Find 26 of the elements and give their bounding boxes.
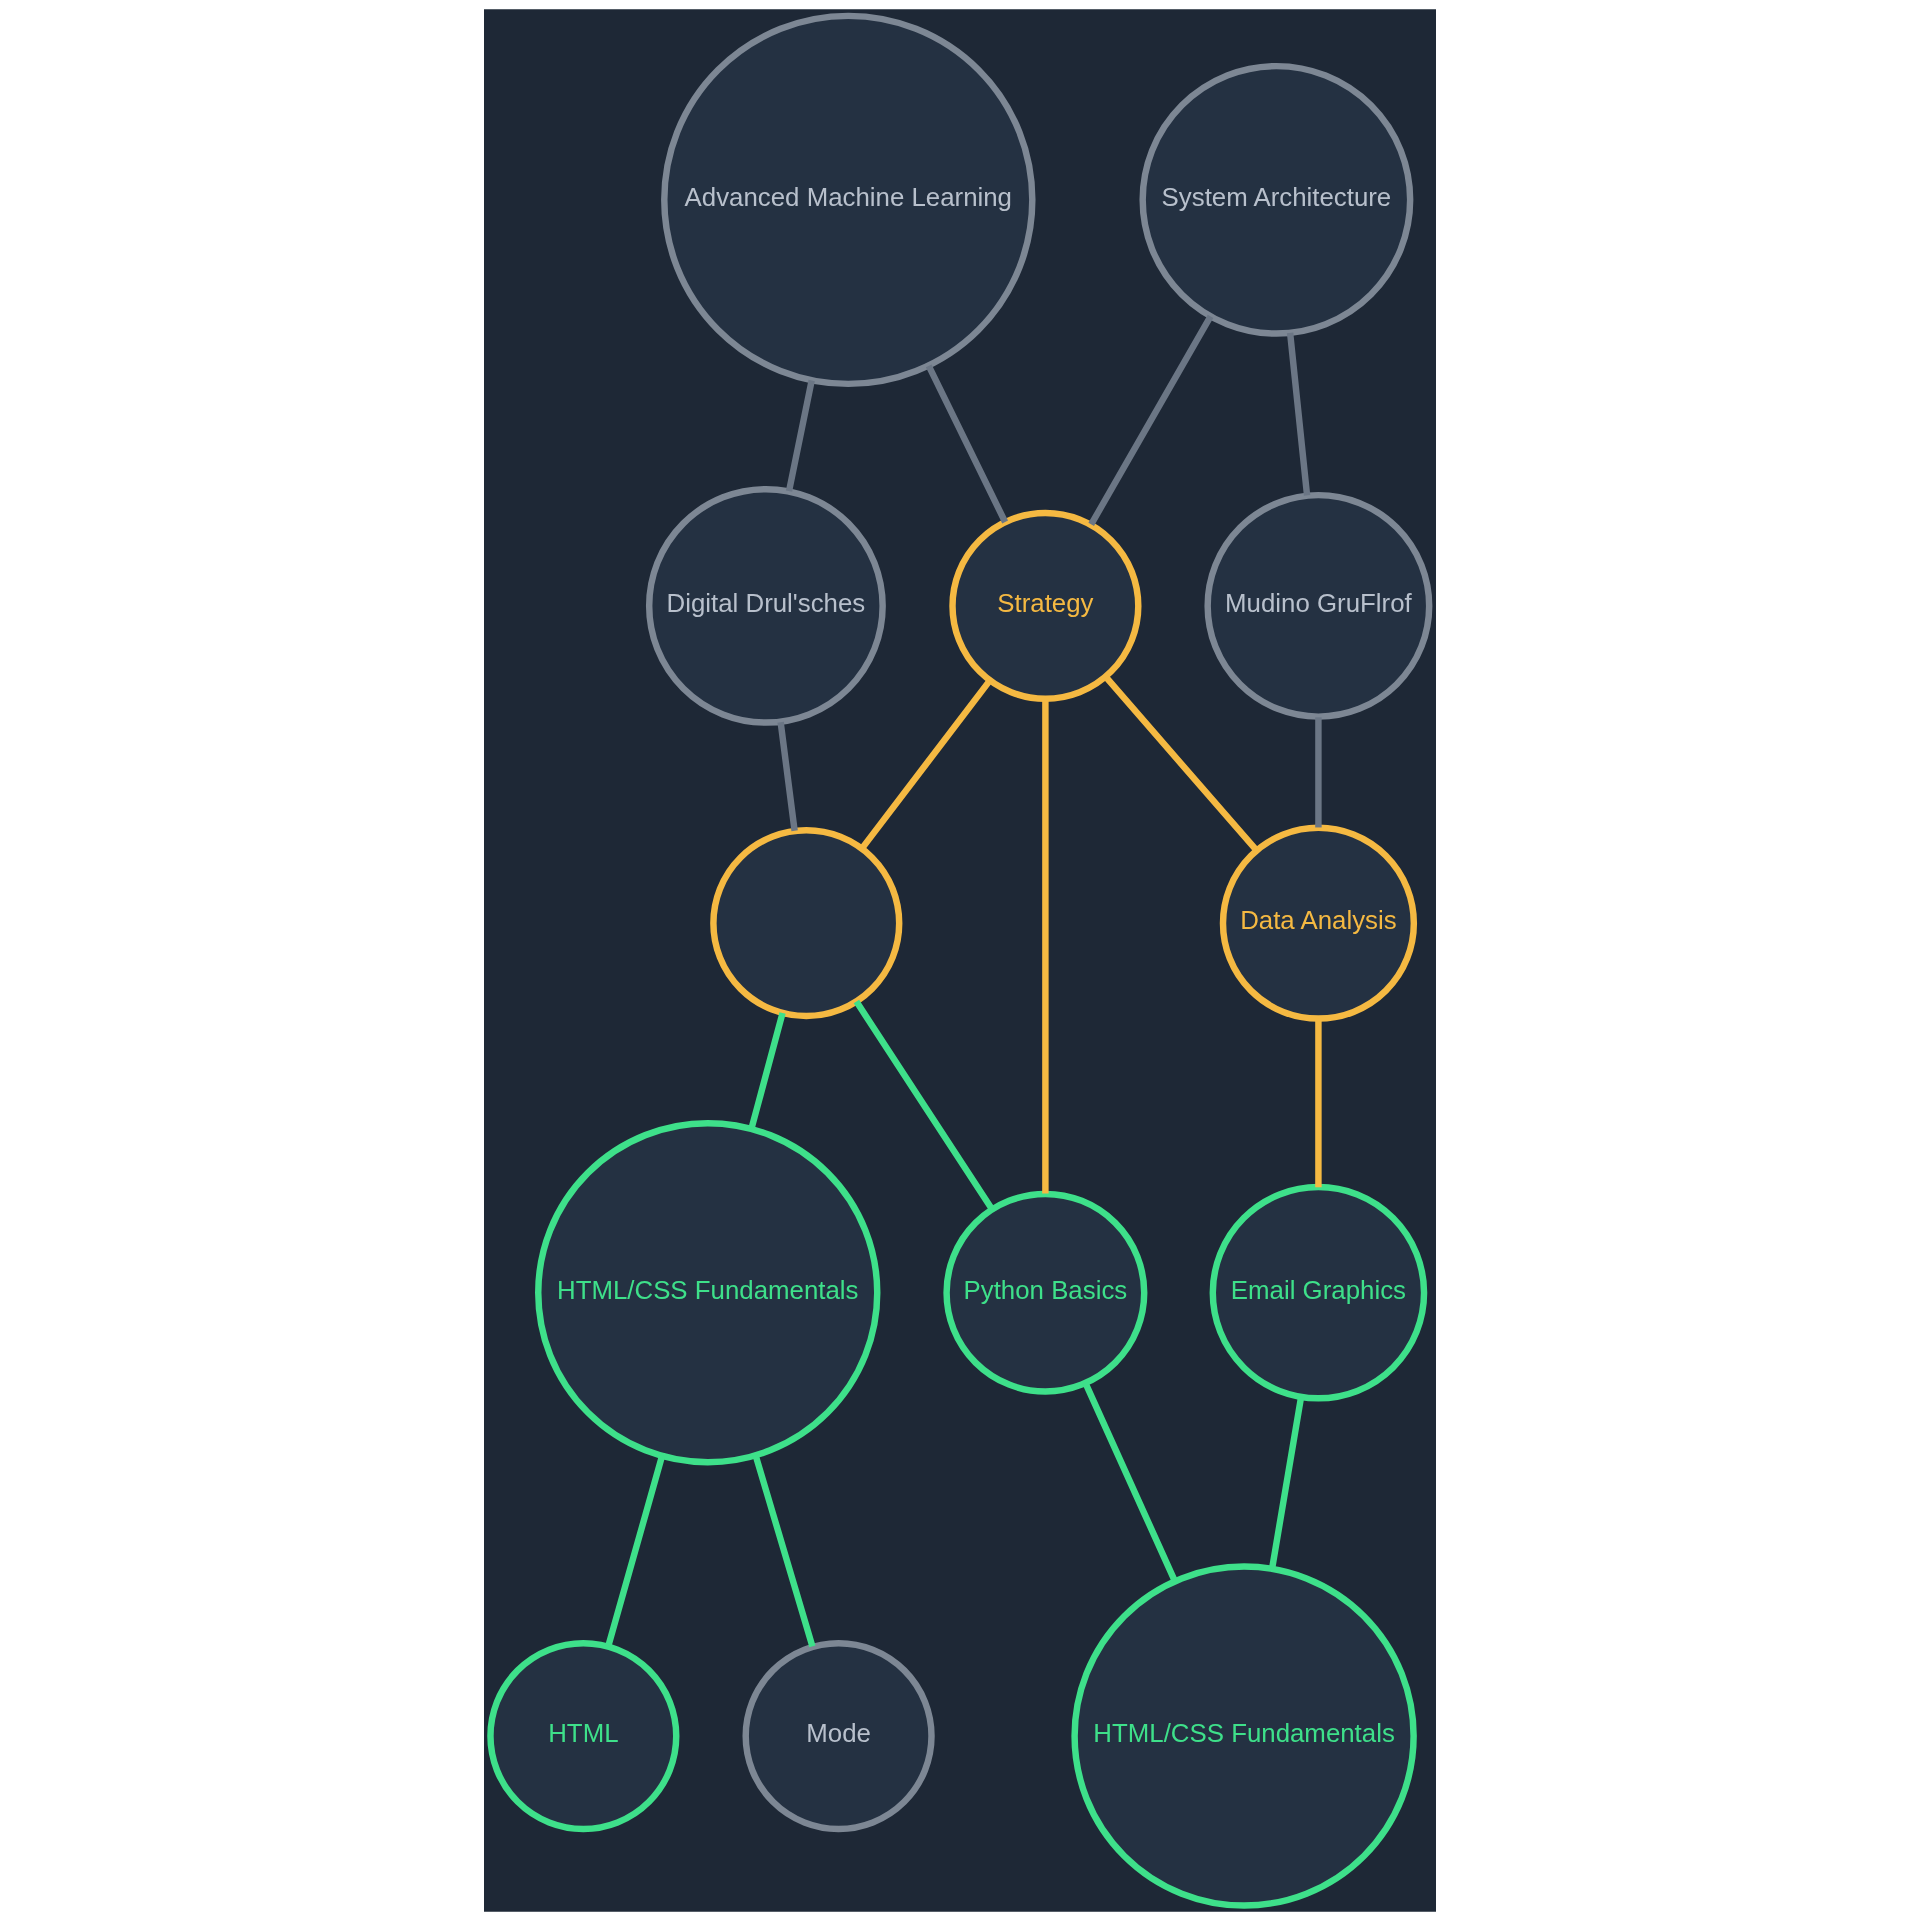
connector [1315, 1018, 1322, 1187]
node-circle: Digital Drul'sches [645, 485, 886, 726]
node-circle: Advanced Machine Learning [661, 12, 1036, 387]
connector [1315, 716, 1322, 827]
connector [1286, 331, 1311, 496]
node-circle: HTML/CSS Fundamentals [535, 1119, 881, 1465]
node-circle [710, 826, 903, 1019]
node-circle: Mudino GruFlrof [1204, 491, 1433, 720]
connector [1042, 698, 1049, 1194]
node-circle: Mode [742, 1639, 935, 1832]
node-circle: Python Basics [943, 1190, 1148, 1395]
connector [1103, 674, 1259, 853]
connector [1082, 1381, 1178, 1583]
connector [853, 999, 995, 1211]
connector [748, 1011, 786, 1130]
node-circle: Strategy [949, 509, 1142, 702]
connector [785, 379, 815, 492]
connector [925, 364, 1009, 523]
connector [1088, 314, 1214, 526]
node-circle: System Architecture [1139, 62, 1414, 337]
node-circle: HTML [487, 1639, 680, 1832]
node-circle: Data Analysis [1219, 824, 1418, 1022]
connector [859, 678, 992, 850]
connector [777, 721, 798, 831]
node-circle: Email Graphics [1209, 1183, 1428, 1402]
node-circle: HTML/CSS Fundamentals [1071, 1562, 1417, 1909]
